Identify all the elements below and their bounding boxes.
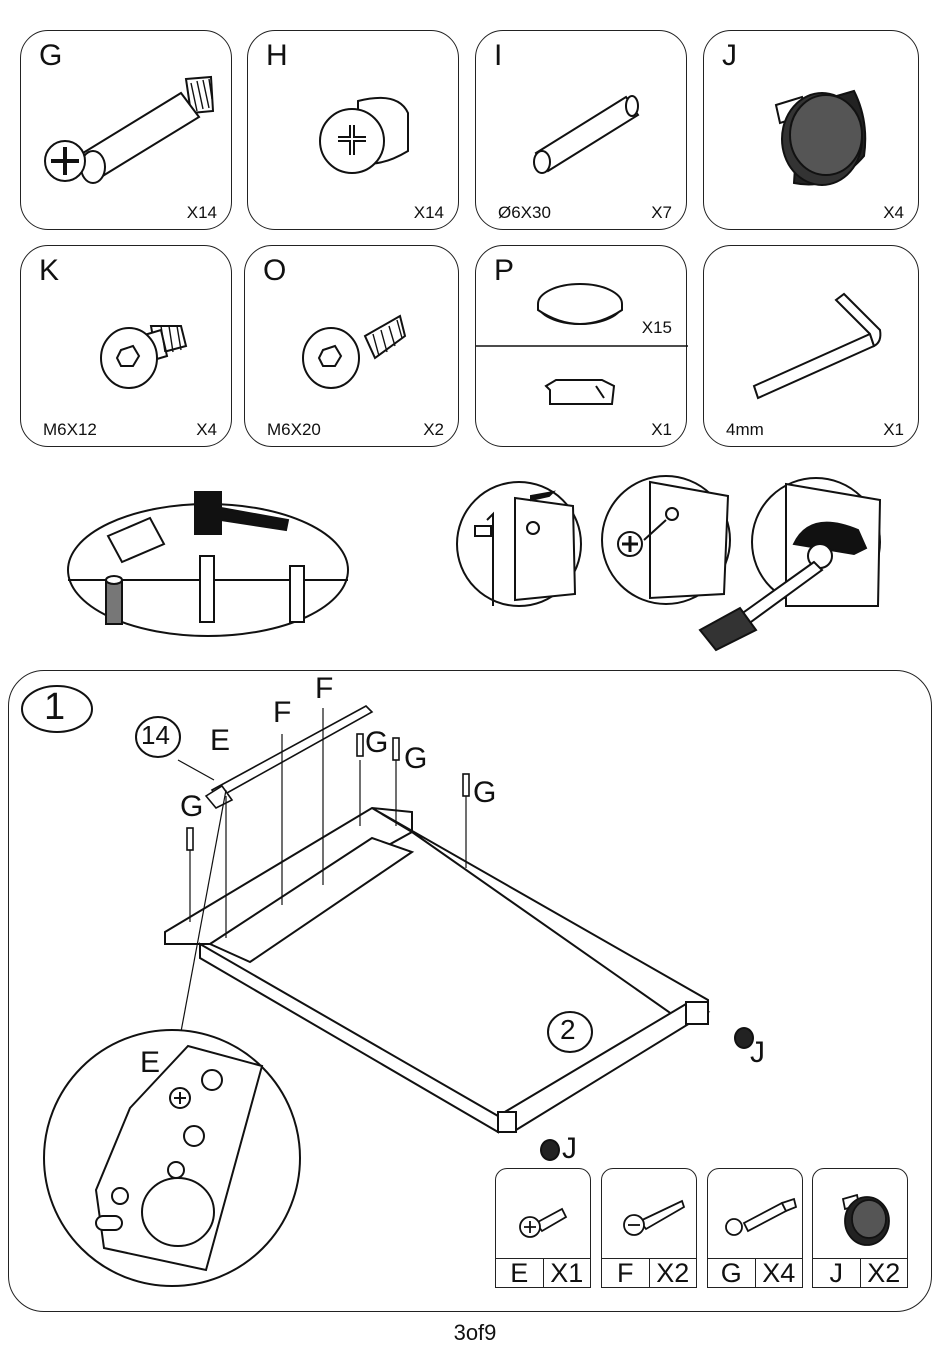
screw-e-icon (496, 1169, 592, 1259)
label-g: G (365, 726, 388, 760)
label-g: G (180, 790, 203, 824)
label-g: G (404, 742, 427, 776)
callout-panel-number: 2 (560, 1014, 576, 1046)
legend-part: F (602, 1259, 650, 1287)
label-f: F (273, 696, 291, 730)
legend-qty: X1 (544, 1259, 591, 1287)
screw-f-icon (602, 1169, 698, 1259)
label-j: J (562, 1132, 577, 1166)
legend-part: G (708, 1259, 756, 1287)
legend-part: J (813, 1259, 861, 1287)
callout-part-number: 14 (141, 720, 170, 751)
leveler-j-icon (813, 1169, 909, 1259)
cam-bolt-g-icon (708, 1169, 804, 1259)
label-f: F (315, 672, 333, 706)
page-number: 3of9 (0, 1320, 950, 1346)
legend-qty: X4 (756, 1259, 803, 1287)
label-e: E (210, 724, 230, 758)
legend-qty: X2 (861, 1259, 908, 1287)
label-j: J (750, 1036, 765, 1070)
label-g: G (473, 776, 496, 810)
legend-part: E (496, 1259, 544, 1287)
label-e: E (140, 1046, 160, 1080)
legend-qty: X2 (650, 1259, 697, 1287)
